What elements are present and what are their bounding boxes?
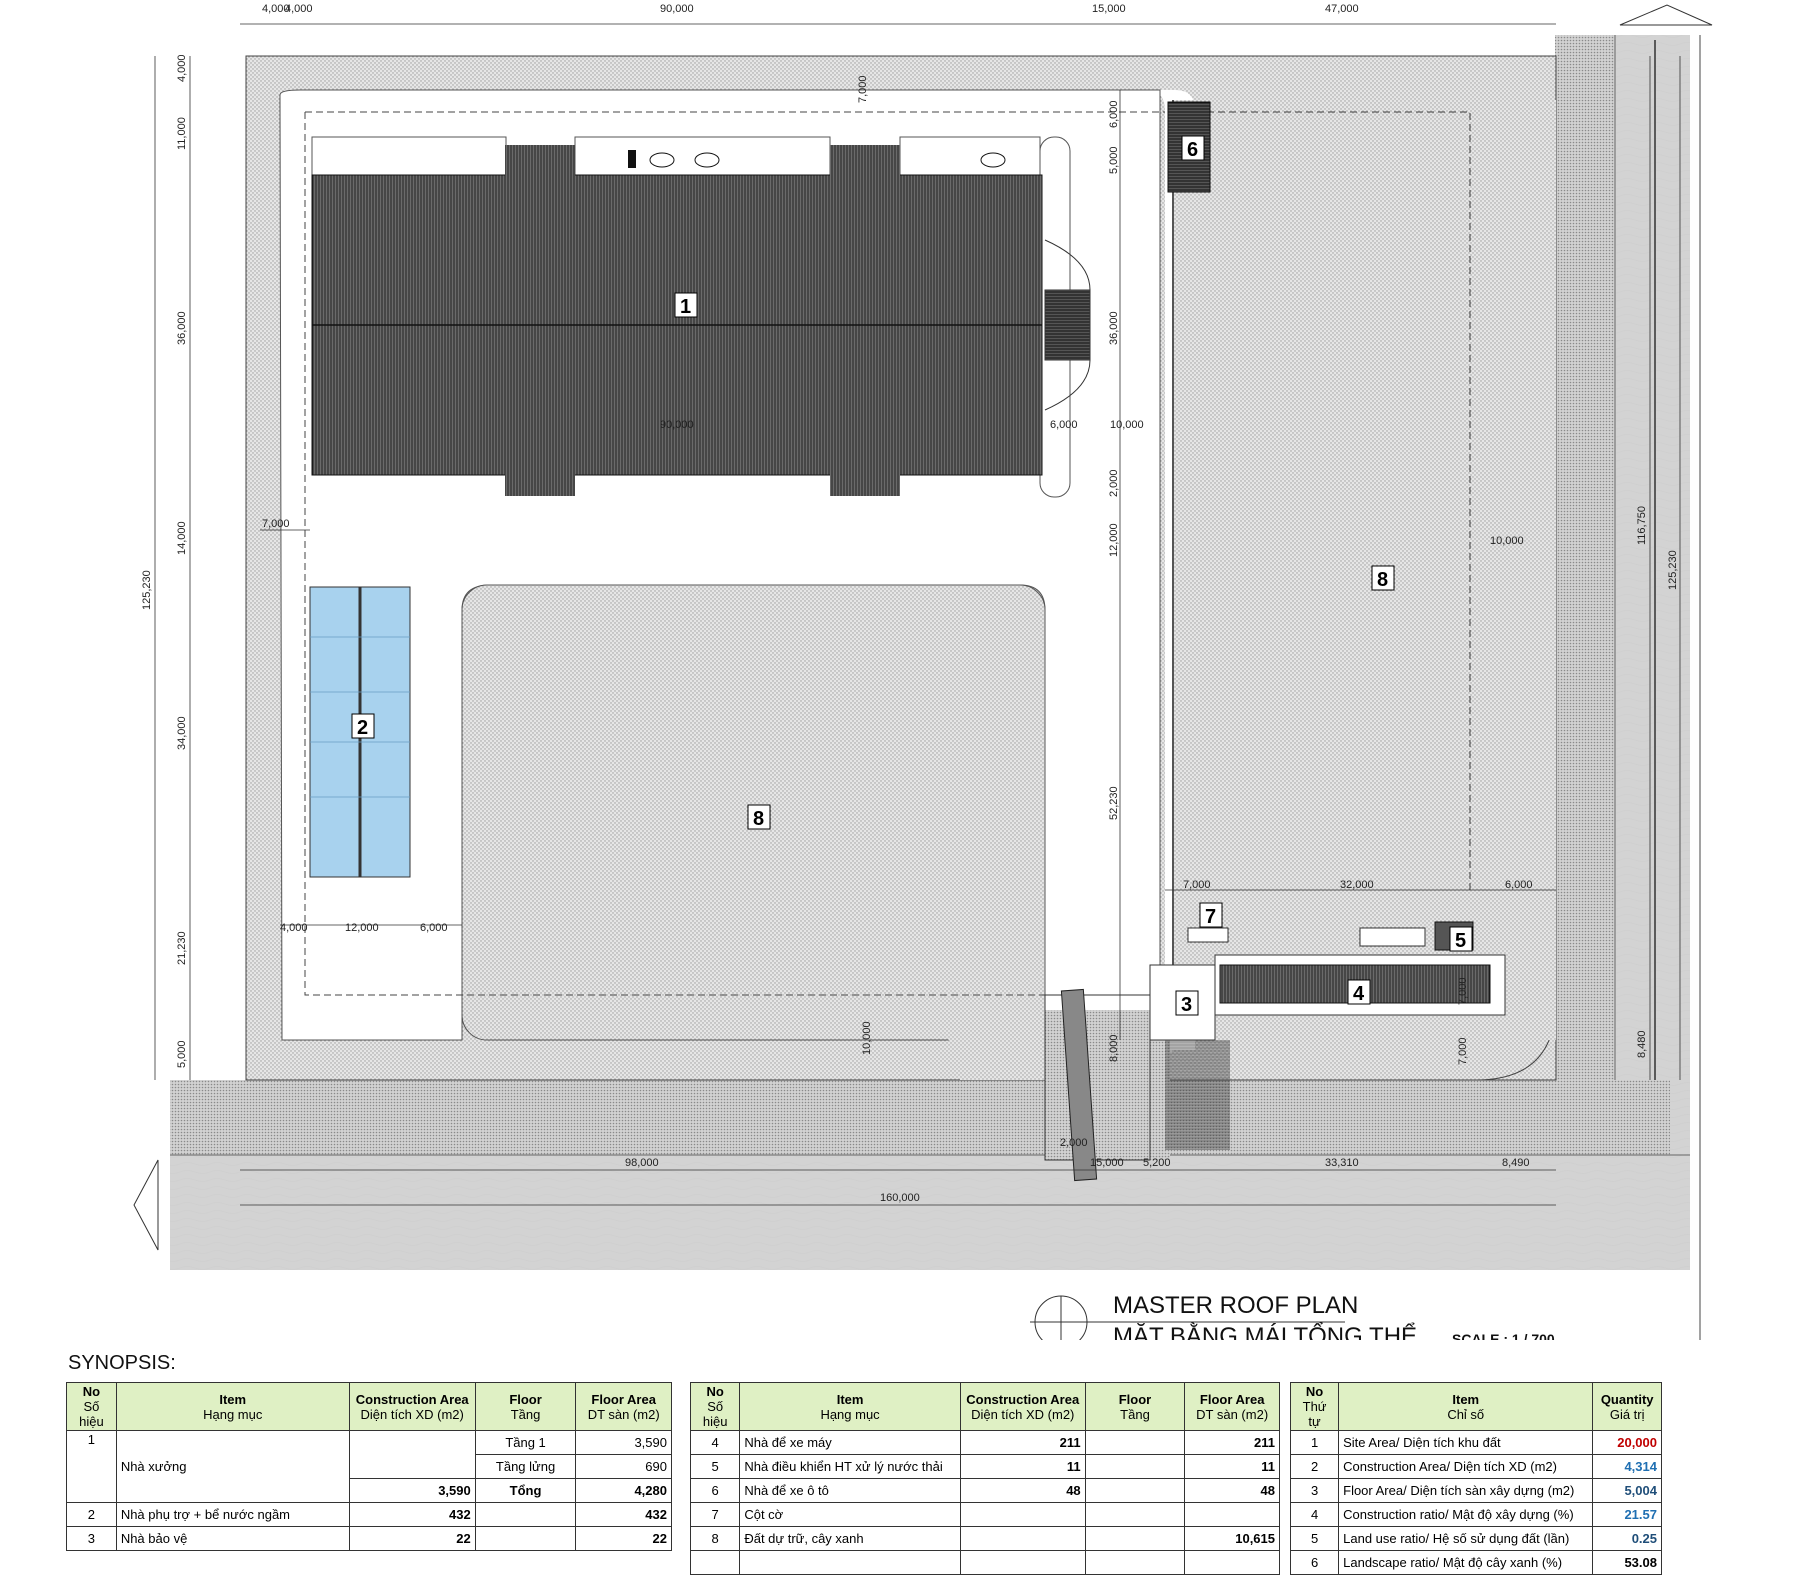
- road-area: [170, 35, 1701, 1340]
- title-vietnamese: MẶT BẰNG MÁI TỔNG THỂ: [1113, 1322, 1417, 1340]
- tag-7: 7: [1205, 906, 1216, 928]
- dim-left: 4,000: [176, 54, 188, 82]
- rooftop-equipment: [628, 150, 1006, 168]
- dim-top: 4,000: [262, 3, 290, 15]
- dim-inner: 6,000: [1108, 100, 1120, 128]
- dim-inner: 5,000: [1108, 146, 1120, 174]
- table-row: [689, 1550, 1280, 1575]
- synopsis-heading: SYNOPSIS:: [68, 1352, 176, 1374]
- building-2-auxiliary: [309, 586, 411, 878]
- dim-inner: 7,000: [262, 518, 290, 530]
- dim-inner: 6,000: [420, 922, 448, 934]
- dim-bottom: 8,490: [1502, 1157, 1530, 1169]
- master-roof-plan: 4,000 4,000 90,000 15,000 47,000 125,230…: [133, 3, 1713, 1340]
- tag-8: 8: [1377, 569, 1388, 591]
- building-1-factory: [311, 136, 1091, 498]
- dim-bottom: 160,000: [880, 1192, 920, 1204]
- title-english: MASTER ROOF PLAN: [1113, 1292, 1358, 1319]
- dim-inner: 12,000: [345, 922, 379, 934]
- north-arrow-icon: [1619, 4, 1713, 26]
- dim-left: 14,000: [176, 521, 188, 555]
- dim-top: 90,000: [660, 3, 694, 15]
- dim-top: 4,000: [285, 3, 313, 15]
- scale-label: SCALE : 1 / 700: [1452, 1331, 1555, 1340]
- dim-inner: 90,000: [660, 419, 694, 431]
- dimension-lines: [154, 23, 1681, 1206]
- tag-5: 5: [1455, 930, 1466, 952]
- tag-8: 8: [753, 808, 764, 830]
- wastewater-tank: [1359, 927, 1426, 947]
- dim-bottom: 98,000: [625, 1157, 659, 1169]
- dim-left: 125,230: [141, 570, 153, 610]
- dim-inner: 52,230: [1108, 786, 1120, 820]
- dim-left: 5,000: [176, 1040, 188, 1068]
- dimension-labels: 4,000 4,000 90,000 15,000 47,000 125,230…: [141, 3, 1679, 1204]
- direction-arrow-icon: [133, 1159, 159, 1251]
- dim-top: 47,000: [1325, 3, 1359, 15]
- dim-left: 11,000: [176, 117, 188, 150]
- dim-inner: 36,000: [1108, 311, 1120, 345]
- tag-1: 1: [680, 296, 691, 318]
- dim-bottom: 2,000: [1060, 1137, 1088, 1149]
- dim-inner: 10,000: [1110, 419, 1144, 431]
- dim-right: 125,230: [1667, 550, 1679, 590]
- dim-inner: 7,000: [1457, 977, 1469, 1005]
- dim-inner: 10,000: [861, 1021, 873, 1055]
- title-block: MASTER ROOF PLAN MẶT BẰNG MÁI TỔNG THỂ S…: [1030, 1292, 1555, 1340]
- main-gate: [1044, 988, 1151, 1182]
- dim-inner: 8,000: [1108, 1034, 1120, 1062]
- dim-bottom: 33,310: [1325, 1157, 1359, 1169]
- dim-top: 15,000: [1092, 3, 1126, 15]
- dim-inner: 7,000: [1183, 879, 1211, 891]
- dim-inner: 6,000: [1050, 419, 1078, 431]
- table-row: 3 Nhà bảo vệ 22 22: [66, 1526, 672, 1551]
- dim-inner: 6,000: [1505, 879, 1533, 891]
- dim-inner: 4,000: [280, 922, 308, 934]
- dim-left: 36,000: [176, 311, 188, 345]
- table-row: 1 Nhà xưởng Tầng 1 3,590: [66, 1430, 672, 1503]
- setback-line: [304, 111, 1471, 996]
- dim-right: 116,750: [1636, 506, 1648, 545]
- dim-inner: 12,000: [1108, 523, 1120, 557]
- dim-inner: 32,000: [1340, 879, 1374, 891]
- dim-inner: 7,000: [857, 75, 869, 103]
- dim-bottom: 15,000: [1090, 1157, 1124, 1169]
- tag-3: 3: [1181, 994, 1192, 1016]
- tag-4: 4: [1353, 983, 1365, 1005]
- tag-2: 2: [357, 717, 368, 739]
- tag-6: 6: [1187, 139, 1198, 161]
- item-tags: 1 2 3 4 5 6 7 8 8: [351, 135, 1473, 1016]
- dim-bottom: 5,200: [1143, 1157, 1171, 1169]
- dim-inner: 7,000: [1457, 1037, 1469, 1065]
- building-7-flagpole: [1187, 927, 1229, 943]
- dim-left: 34,000: [176, 716, 188, 750]
- table-row: 2 Nhà phụ trợ + bể nước ngầm 432 432: [66, 1502, 672, 1527]
- dim-inner: 10,000: [1490, 535, 1524, 547]
- dim-right: 8,480: [1636, 1030, 1648, 1058]
- dim-left: 21,230: [176, 931, 188, 965]
- dim-inner: 2,000: [1108, 469, 1120, 497]
- table-row: 3,590 Tổng 4,280: [67, 1478, 672, 1503]
